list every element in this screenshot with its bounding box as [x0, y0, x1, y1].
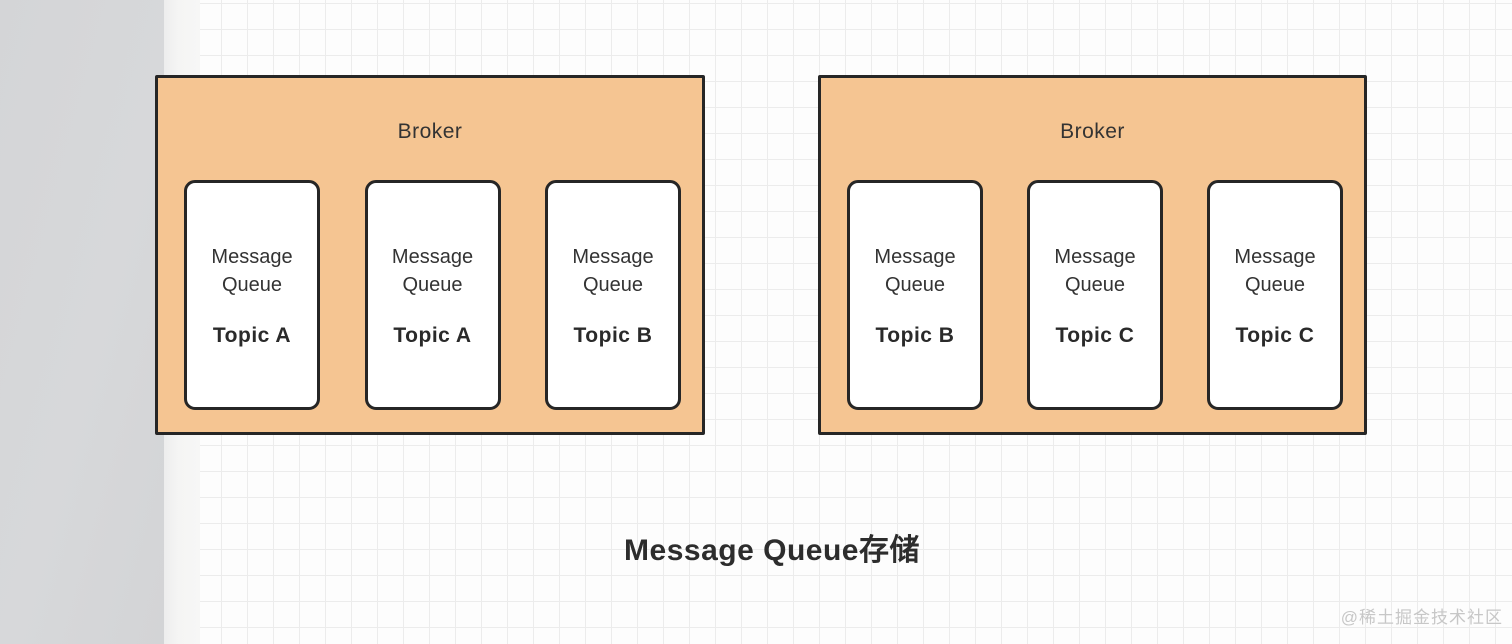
message-queue-box: Message Queue Topic A [364, 180, 501, 410]
topic-label: Topic B [875, 323, 955, 347]
broker-box-2: Broker Message Queue Topic B Message Que… [818, 75, 1367, 435]
topic-label: Topic A [393, 323, 472, 347]
topic-label: Topic A [212, 323, 292, 347]
diagram-title: Message Queue存储 [624, 534, 920, 567]
message-queue-label: Message Queue [211, 245, 293, 296]
topic-label: Topic C [1055, 323, 1135, 347]
message-queue-label: Message Queue [1234, 245, 1316, 296]
message-queue-label: Message Queue [874, 245, 956, 296]
message-queue-label: Message Queue [572, 245, 654, 296]
topic-label: Topic B [573, 323, 653, 347]
paper-edge-strip [0, 0, 164, 644]
queue-row: Message Queue Topic B Message Queue Topi… [847, 180, 1343, 410]
broker-label: Broker [397, 120, 463, 143]
message-queue-box: Message Queue Topic C [1027, 180, 1163, 410]
broker-box-1: Broker Message Queue Topic A Message Que… [155, 75, 705, 435]
watermark: @稀土掘金技术社区 [1340, 608, 1503, 627]
message-queue-box: Message Queue Topic B [545, 180, 681, 410]
message-queue-label: Message Queue [1054, 245, 1136, 296]
message-queue-label: Message Queue [391, 245, 474, 296]
queue-row: Message Queue Topic A Message Queue Topi… [184, 180, 681, 410]
message-queue-box: Message Queue Topic A [184, 180, 320, 410]
message-queue-box: Message Queue Topic B [847, 180, 983, 410]
message-queue-box: Message Queue Topic C [1207, 180, 1343, 410]
broker-label: Broker [1060, 120, 1125, 143]
topic-label: Topic C [1235, 323, 1315, 347]
